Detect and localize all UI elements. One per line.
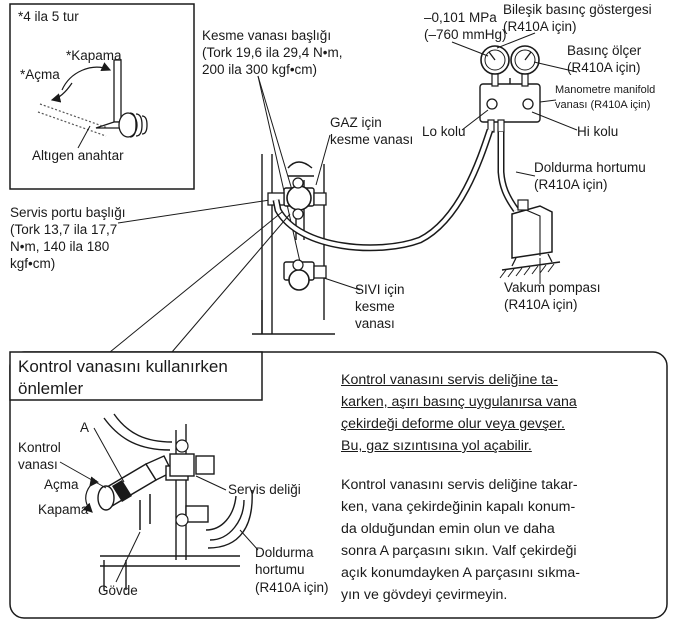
hex-wrench-label: Altıgen anahtar bbox=[32, 148, 124, 163]
gas-valve-label-2: kesme vanası bbox=[330, 132, 413, 147]
vacuum-pump-label-2: (R410A için) bbox=[504, 297, 578, 312]
open-label: *Açma bbox=[20, 67, 60, 82]
compound-gauge-label-1: Bileşik basınç göstergesi bbox=[503, 2, 652, 17]
precautions-title-1: Kontrol vanasını kullanırken bbox=[18, 357, 228, 376]
vacuum-pump-label-1: Vakum pompası bbox=[504, 280, 601, 295]
warning-line: karken, aşırı basınç uygulanırsa vana bbox=[341, 391, 655, 413]
vacuum-pump-icon bbox=[500, 200, 560, 278]
open-label-detail: Açma bbox=[44, 477, 79, 492]
hi-handle-label: Hi kolu bbox=[577, 124, 618, 139]
detail-hose-label-2: hortumu bbox=[255, 562, 305, 577]
compound-gauge-label-2: (R410A için) bbox=[503, 19, 577, 34]
warning-line: Bu, gaz sızıntısına yol açabilir. bbox=[341, 435, 655, 457]
valve-cap-label-3: 200 ila 300 kgf•cm) bbox=[202, 62, 317, 77]
liquid-valve-label-2: kesme bbox=[355, 299, 395, 314]
warning-text: Kontrol vanasını servis deliğine ta- kar… bbox=[341, 369, 655, 457]
manifold-gauge bbox=[480, 78, 540, 132]
pressure-label-2: (–760 mmHg) bbox=[424, 27, 507, 42]
service-cap-label-1: Servis portu başlığı bbox=[10, 205, 126, 220]
service-cap-label-4: kgf•cm) bbox=[10, 256, 55, 271]
instruction-line: ken, vana çekirdeğinin kapalı konum- bbox=[341, 496, 655, 518]
instruction-line: sonra A parçasını sıkın. Valf çekirdeği bbox=[341, 540, 655, 562]
service-cap-label-2: (Tork 13,7 ila 17,7 bbox=[10, 222, 117, 237]
check-valve-label-1: Kontrol bbox=[18, 440, 61, 455]
valve-cap-label-1: Kesme vanası başlığı bbox=[202, 28, 331, 43]
body-label: Gövde bbox=[98, 583, 138, 598]
charge-hose-label-2: (R410A için) bbox=[534, 177, 608, 192]
close-label-detail: Kapama bbox=[38, 502, 89, 517]
part-a-label: A bbox=[80, 420, 89, 435]
valve-cap-label-2: (Tork 19,6 ila 29,4 N•m, bbox=[202, 45, 343, 60]
pressure-gauge-label-2: (R410A için) bbox=[567, 60, 641, 75]
compound-gauge-icon bbox=[481, 46, 509, 86]
hex-wrench-box: *4 ila 5 tur *Kapama *Açma Altıgen anaht… bbox=[10, 4, 194, 189]
pressure-label-1: –0,101 MPa bbox=[424, 10, 497, 25]
detail-hose-label-1: Doldurma bbox=[255, 545, 314, 560]
instruction-line: Kontrol vanasını servis deliğine takar- bbox=[341, 474, 655, 496]
liquid-valve-label-1: SIVI için bbox=[355, 282, 405, 297]
lo-handle-label: Lo kolu bbox=[422, 124, 466, 139]
service-hole-label: Servis deliği bbox=[228, 482, 301, 497]
service-cap-label-3: N•m, 140 ila 180 bbox=[10, 239, 109, 254]
check-valve-label-2: vanası bbox=[18, 457, 58, 472]
pressure-gauge-icon bbox=[511, 46, 539, 86]
detail-hose-label-3: (R410A için) bbox=[255, 580, 329, 595]
instruction-line: da olduğundan emin olun ve daha bbox=[341, 518, 655, 540]
liquid-valve-label-3: vanası bbox=[355, 316, 395, 331]
charge-hose-label-1: Doldurma hortumu bbox=[534, 160, 646, 175]
manifold-label-1: Manometre manifold bbox=[555, 84, 655, 96]
precautions-title-2: önlemler bbox=[18, 379, 84, 398]
pressure-gauge-label-1: Basınç ölçer bbox=[567, 43, 642, 58]
turns-label: *4 ila 5 tur bbox=[18, 9, 79, 24]
instruction-line: açık konumdayken A parçasını sıkma- bbox=[341, 562, 655, 584]
zoom-line-left bbox=[110, 212, 282, 352]
instruction-line: yın ve gövdeyi çevirmeyin. bbox=[341, 584, 655, 606]
warning-line: çekirdeği deforme olur veya gevşer. bbox=[341, 413, 655, 435]
gas-valve-label-1: GAZ için bbox=[330, 115, 382, 130]
manifold-label-2: vanası (R410A için) bbox=[555, 99, 650, 111]
instruction-text: Kontrol vanasını servis deliğine takar- … bbox=[341, 474, 655, 606]
warning-line: Kontrol vanasını servis deliğine ta- bbox=[341, 369, 655, 391]
liquid-valve-icon bbox=[284, 260, 326, 290]
